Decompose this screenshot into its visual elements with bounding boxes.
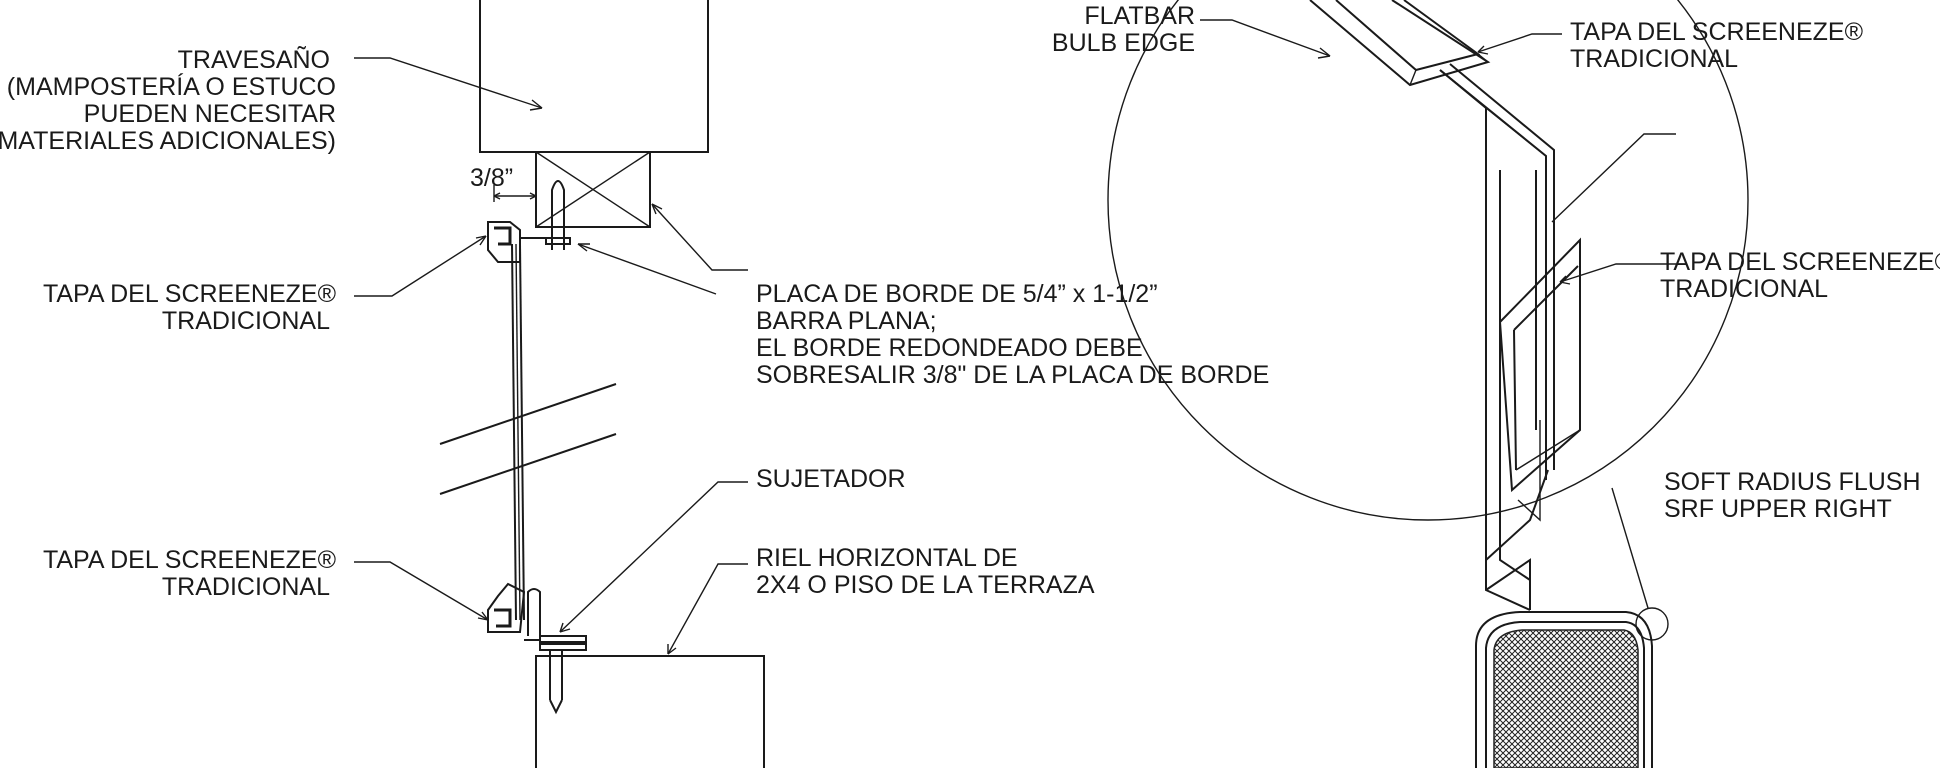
placa-line: PLACA DE BORDE DE 5/4” x 1-1/2”	[756, 280, 1158, 308]
label-sujetador: SUJETADOR	[756, 465, 906, 493]
tapa-line: TRADICIONAL	[162, 573, 330, 601]
left-section-view	[439, 0, 765, 768]
soft-radius-line: SOFT RADIUS FLUSH	[1664, 468, 1921, 496]
diagonal-bar	[1439, 63, 1555, 236]
soft-radius-frame	[1475, 487, 1669, 768]
gap-dimension-label: 3/8”	[470, 164, 513, 192]
upper-fastener	[545, 180, 571, 250]
label-riel: RIEL HORIZONTAL DE 2X4 O PISO DE LA TERR…	[756, 544, 1095, 599]
travesano-line: PUEDEN NECESITAR	[84, 100, 336, 128]
top-flatbar-cap	[1309, 0, 1491, 87]
lower-fastener	[524, 588, 587, 715]
left-leaders	[354, 57, 748, 655]
travesano-line: MATERIALES ADICIONALES)	[0, 127, 336, 155]
label-travesano: TRAVESAÑO (MAMPOSTERÍA O ESTUCO PUEDEN N…	[0, 45, 336, 155]
placa-line: BARRA PLANA;	[756, 307, 937, 335]
placa-line: EL BORDE REDONDEADO DEBE	[756, 334, 1143, 362]
placa-line: SOBRESALIR 3/8" DE LA PLACA DE BORDE	[756, 361, 1269, 389]
label-tapa-top-right: TAPA DEL SCREENEZE® TRADICIONAL	[1570, 18, 1864, 73]
flatbar-line: BULB EDGE	[1052, 29, 1195, 57]
lower-tail	[1485, 469, 1549, 561]
gap-dimension	[493, 185, 537, 202]
flatbar-line: FLATBAR	[1084, 2, 1195, 30]
detail-circle	[1107, 0, 1749, 521]
lower-cap	[487, 582, 526, 633]
label-tapa-upper-left: TAPA DEL SCREENEZE® TRADICIONAL	[43, 280, 337, 335]
tapa-line: TAPA DEL SCREENEZE®	[1570, 18, 1864, 46]
middle-cap-block	[1498, 237, 1581, 493]
screen-panel	[511, 243, 525, 621]
label-flatbar: FLATBAR BULB EDGE	[1052, 2, 1195, 57]
label-placa: PLACA DE BORDE DE 5/4” x 1-1/2” BARRA PL…	[756, 280, 1269, 389]
travesano-line: (MAMPOSTERÍA O ESTUCO	[7, 72, 336, 101]
travesano-line: TRAVESAÑO	[178, 45, 330, 74]
bottom-rail	[535, 655, 765, 768]
soft-radius-line: SRF UPPER RIGHT	[1664, 495, 1892, 523]
tapa-line: TAPA DEL SCREENEZE®	[43, 546, 337, 574]
tapa-line: TRADICIONAL	[1660, 275, 1828, 303]
tapa-line: TRADICIONAL	[1570, 45, 1738, 73]
break-line	[439, 433, 617, 495]
right-detail-drawing	[1309, 0, 1581, 611]
label-tapa-lower-left: TAPA DEL SCREENEZE® TRADICIONAL	[43, 546, 337, 601]
tapa-line: TAPA DEL SCREENEZE®	[1660, 248, 1940, 276]
riel-line: 2X4 O PISO DE LA TERRAZA	[756, 571, 1095, 599]
label-tapa-mid-right: TAPA DEL SCREENEZE® TRADICIONAL	[1660, 248, 1940, 303]
riel-line: RIEL HORIZONTAL DE	[756, 544, 1018, 572]
right-leaders	[1200, 19, 1676, 285]
header-beam	[479, 0, 709, 153]
label-soft-radius: SOFT RADIUS FLUSH SRF UPPER RIGHT	[1664, 468, 1921, 523]
vertical-channel	[1485, 160, 1555, 611]
tapa-line: TRADICIONAL	[162, 307, 330, 335]
break-line	[439, 383, 617, 445]
tapa-line: TAPA DEL SCREENEZE®	[43, 280, 337, 308]
